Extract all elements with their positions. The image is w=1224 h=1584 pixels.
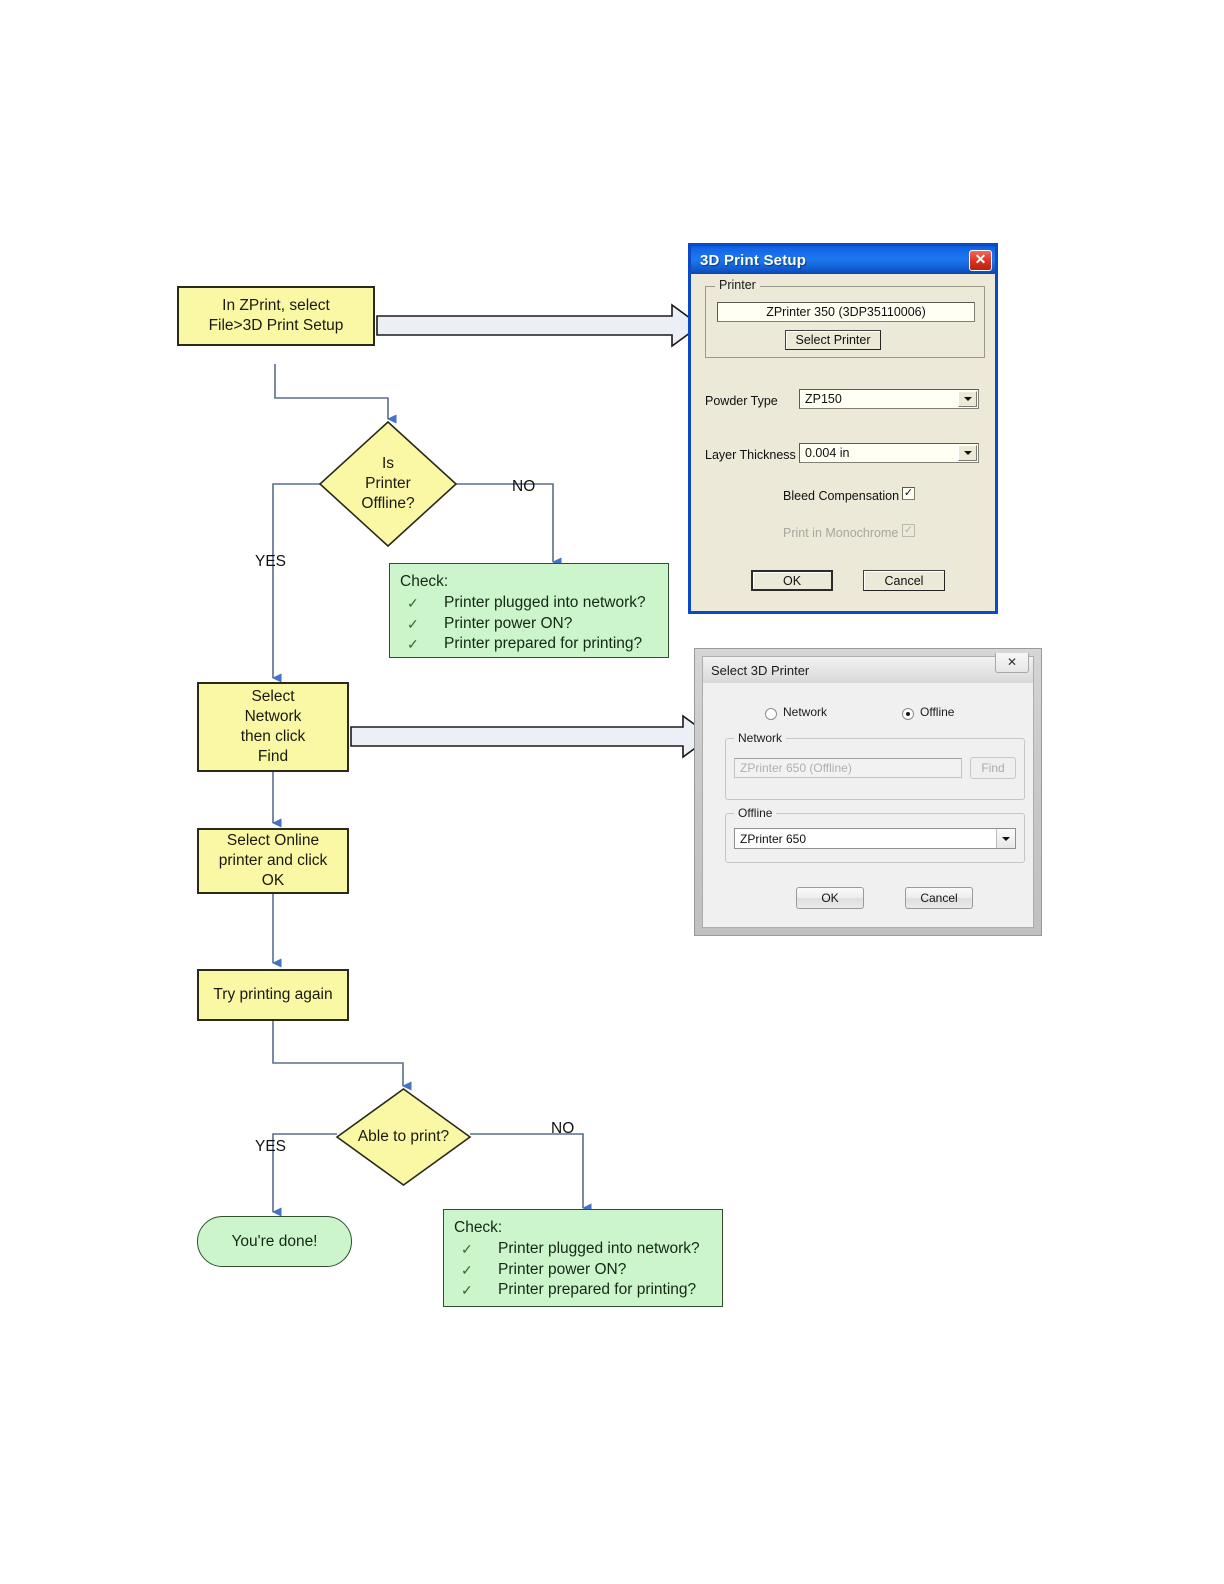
- checklist-item: ✓ Printer prepared for printing?: [454, 1280, 712, 1301]
- print-setup-titlebar[interactable]: 3D Print Setup ✕: [691, 246, 995, 274]
- chevron-down-icon[interactable]: [958, 391, 977, 407]
- checklist-items: ✓ Printer plugged into network? ✓ Printe…: [454, 1239, 712, 1301]
- print-monochrome-label: Print in Monochrome: [783, 526, 899, 540]
- radio-network[interactable]: [765, 708, 777, 720]
- flow-node-start-line-1: In ZPrint, select: [222, 297, 330, 314]
- printer-group-label: Printer: [715, 278, 760, 292]
- offline-printer-select[interactable]: ZPrinter 650: [734, 828, 1016, 849]
- flow-node-select-network[interactable]: Select Network then click Find: [197, 682, 349, 772]
- print-setup-cancel-button[interactable]: Cancel: [863, 570, 945, 591]
- radio-network-label: Network: [783, 705, 828, 719]
- flow-node-done[interactable]: You're done!: [197, 1216, 352, 1267]
- chevron-down-icon[interactable]: [958, 445, 977, 461]
- powder-type-label: Powder Type: [705, 394, 778, 408]
- select-printer-title: Select 3D Printer: [711, 662, 810, 678]
- diamond-shape: [318, 420, 458, 548]
- radio-offline[interactable]: [902, 708, 914, 720]
- select-printer-titlebar[interactable]: Select 3D Printer: [703, 657, 1033, 683]
- block-arrow-to-print-setup: [376, 303, 702, 348]
- find-button: Find: [970, 757, 1016, 779]
- check-icon: ✓: [407, 615, 419, 632]
- edge-label-able-yes: YES: [255, 1138, 287, 1155]
- checklist-title: Check:: [454, 1219, 503, 1236]
- layer-thickness-value: 0.004 in: [805, 446, 850, 460]
- close-icon[interactable]: ✕: [969, 249, 992, 271]
- printer-group: Printer: [705, 278, 985, 358]
- checklist-item: ✓ Printer power ON?: [400, 614, 658, 635]
- select-printer-ok-button[interactable]: OK: [796, 887, 864, 909]
- checklist-item: ✓ Printer power ON?: [454, 1260, 712, 1281]
- select-printer-body: Network Offline Network ZPrinter 650 (Of…: [703, 683, 1033, 927]
- flow-node-is-printer-offline-label: Is Printer Offline?: [361, 455, 415, 512]
- flow-node-is-printer-offline[interactable]: Is Printer Offline?: [318, 420, 458, 548]
- checklist-title: Check:: [400, 573, 449, 590]
- select-printer-inner: Select 3D Printer ✕ Network Offline Netw…: [702, 653, 1034, 928]
- print-setup-title: 3D Print Setup: [700, 251, 807, 269]
- flow-node-able-to-print[interactable]: Able to print?: [335, 1087, 472, 1187]
- print-monochrome-checkbox: ✓: [902, 524, 915, 537]
- printer-name-field[interactable]: ZPrinter 350 (3DP35110006): [717, 302, 975, 322]
- layer-thickness-select[interactable]: 0.004 in: [799, 443, 979, 463]
- check-icon: ✓: [407, 595, 419, 611]
- powder-type-value: ZP150: [805, 392, 842, 406]
- network-printer-field: ZPrinter 650 (Offline): [734, 758, 962, 778]
- radio-offline-label: Offline: [920, 705, 955, 719]
- network-group: Network: [725, 731, 1025, 800]
- flow-node-able-to-print-label: Able to print?: [357, 1128, 450, 1145]
- check-icon: ✓: [461, 1241, 473, 1257]
- check-icon: ✓: [461, 1261, 473, 1278]
- offline-group-label: Offline: [734, 806, 777, 820]
- checklist-item: ✓ Printer plugged into network?: [400, 593, 658, 614]
- checklist-item: ✓ Printer prepared for printing?: [400, 634, 658, 655]
- powder-type-select[interactable]: ZP150: [799, 389, 979, 409]
- print-setup-ok-button[interactable]: OK: [751, 570, 833, 591]
- select-printer-dialog: Select 3D Printer ✕ Network Offline Netw…: [694, 648, 1042, 936]
- select-printer-button[interactable]: Select Printer: [785, 330, 881, 350]
- checklist-items: ✓ Printer plugged into network? ✓ Printe…: [400, 593, 658, 655]
- offline-group: Offline: [725, 806, 1025, 863]
- checklist-note-bottom: Check: ✓ Printer plugged into network? ✓…: [443, 1209, 723, 1307]
- diamond-shape: [335, 1088, 472, 1186]
- bleed-compensation-label: Bleed Compensation: [783, 489, 900, 503]
- bleed-compensation-checkbox[interactable]: ✓: [902, 487, 915, 500]
- checklist-item: ✓ Printer plugged into network?: [454, 1239, 712, 1260]
- print-setup-dialog: 3D Print Setup ✕ Printer ZPrinter 350 (3…: [688, 243, 998, 614]
- print-setup-body: Printer ZPrinter 350 (3DP35110006) Selec…: [691, 274, 995, 611]
- edge-label-offline-yes: YES: [255, 553, 287, 570]
- check-icon: ✓: [461, 1282, 473, 1298]
- block-arrow-to-select-printer: [350, 714, 713, 759]
- check-icon: ✓: [407, 636, 419, 652]
- chevron-down-icon[interactable]: [996, 829, 1015, 848]
- close-icon[interactable]: ✕: [995, 653, 1029, 673]
- layer-thickness-label: Layer Thickness: [705, 448, 796, 462]
- select-printer-cancel-button[interactable]: Cancel: [905, 887, 973, 909]
- flow-node-select-online-printer[interactable]: Select Online printer and click OK: [197, 828, 349, 894]
- flow-node-try-printing-again[interactable]: Try printing again: [197, 969, 349, 1021]
- flow-node-start-line-2: File>3D Print Setup: [208, 317, 344, 334]
- checklist-note-top: Check: ✓ Printer plugged into network? ✓…: [389, 563, 669, 658]
- network-group-label: Network: [734, 731, 787, 745]
- edge-label-able-no: NO: [551, 1120, 575, 1137]
- flow-node-start[interactable]: In ZPrint, select File>3D Print Setup: [177, 286, 375, 346]
- offline-printer-value: ZPrinter 650: [740, 831, 807, 846]
- edge-label-offline-no: NO: [512, 478, 536, 495]
